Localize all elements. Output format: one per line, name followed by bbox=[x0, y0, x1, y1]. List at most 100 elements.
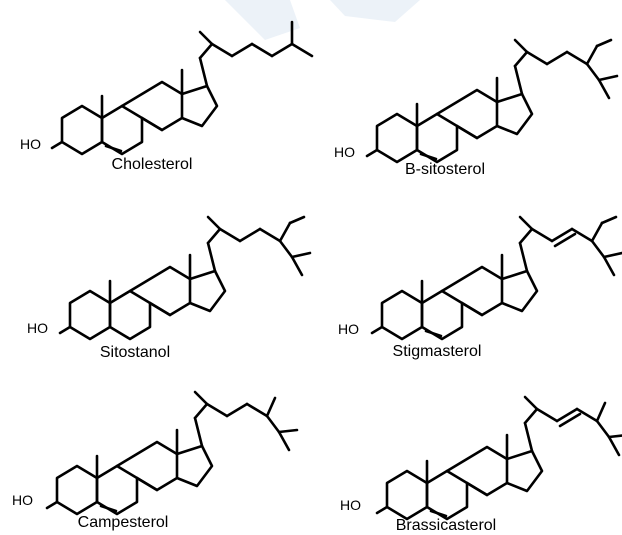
bond bbox=[148, 301, 172, 317]
bond bbox=[600, 215, 618, 225]
bond bbox=[58, 325, 72, 335]
bond bbox=[513, 38, 529, 54]
hydroxyl-label: HO bbox=[20, 136, 41, 152]
bond bbox=[455, 124, 479, 140]
bond bbox=[288, 215, 306, 225]
bond bbox=[558, 412, 582, 428]
bond bbox=[530, 227, 554, 243]
bond bbox=[277, 430, 291, 452]
bond bbox=[518, 215, 534, 231]
bond bbox=[290, 42, 314, 58]
molecule-name: Sitostanol bbox=[100, 344, 170, 361]
bond bbox=[535, 407, 559, 423]
bond bbox=[375, 505, 389, 515]
bond bbox=[545, 50, 569, 66]
bond bbox=[585, 44, 599, 66]
molecule-campesterol: HO Campesterol bbox=[12, 390, 299, 531]
bond bbox=[218, 227, 242, 243]
bond bbox=[290, 255, 304, 277]
skeleton bbox=[365, 38, 619, 164]
ring-d bbox=[188, 269, 227, 313]
ring-a bbox=[60, 104, 104, 156]
ring-a bbox=[385, 469, 429, 521]
bond bbox=[607, 435, 621, 457]
molecule-brassicasterol: HO Brassicasterol bbox=[340, 395, 622, 534]
bond bbox=[419, 152, 438, 161]
bond bbox=[513, 64, 524, 96]
bond bbox=[50, 140, 64, 150]
bond bbox=[210, 42, 234, 58]
molecule-name: Stigmasterol bbox=[393, 343, 482, 360]
molecule-name: B-sitosterol bbox=[405, 161, 485, 178]
skeleton bbox=[45, 390, 299, 516]
bond bbox=[550, 227, 574, 243]
ring-d bbox=[175, 444, 214, 488]
hydroxyl-label: HO bbox=[340, 497, 361, 513]
bond bbox=[277, 428, 299, 434]
hydroxyl-label: HO bbox=[12, 492, 33, 508]
molecule-name: Cholesterol bbox=[112, 156, 193, 173]
bond bbox=[597, 74, 619, 82]
molecule-cholesterol: HO Cholesterol bbox=[20, 20, 314, 173]
bond bbox=[225, 402, 249, 418]
bond bbox=[193, 390, 209, 406]
bond bbox=[570, 227, 594, 243]
bond bbox=[523, 407, 539, 425]
bond bbox=[518, 241, 529, 273]
bond bbox=[553, 232, 577, 248]
bond bbox=[290, 251, 312, 259]
bond bbox=[278, 239, 294, 259]
bond bbox=[523, 395, 539, 411]
skeleton bbox=[370, 215, 622, 341]
bond bbox=[205, 402, 229, 418]
molecule-sitostanol: HO Sitostanol bbox=[27, 215, 312, 361]
bond bbox=[135, 476, 159, 492]
bond bbox=[265, 396, 277, 418]
bond bbox=[555, 407, 579, 423]
bond bbox=[45, 500, 59, 510]
bond bbox=[140, 116, 164, 132]
bond bbox=[206, 227, 222, 245]
bond bbox=[465, 481, 489, 497]
bond bbox=[370, 325, 384, 335]
ring-a bbox=[380, 289, 424, 341]
bond bbox=[565, 50, 589, 66]
bond bbox=[595, 38, 613, 48]
ring-d bbox=[500, 269, 539, 313]
bond bbox=[365, 148, 379, 158]
bond bbox=[429, 509, 448, 518]
bond bbox=[575, 407, 599, 423]
ring-a bbox=[55, 464, 99, 516]
skeleton bbox=[50, 20, 314, 156]
molecule-stigmasterol: HO Stigmasterol bbox=[338, 215, 622, 360]
bond bbox=[245, 402, 269, 418]
bond bbox=[250, 42, 274, 58]
bond bbox=[99, 504, 118, 513]
hydroxyl-label: HO bbox=[338, 321, 359, 337]
bond bbox=[193, 416, 204, 448]
bond bbox=[590, 239, 606, 259]
molecule-name: Campesterol bbox=[78, 514, 169, 531]
watermark bbox=[225, 0, 420, 40]
bond bbox=[265, 414, 281, 434]
bond bbox=[513, 50, 529, 68]
bond bbox=[597, 78, 611, 100]
bond bbox=[602, 251, 622, 259]
bond bbox=[595, 401, 607, 423]
bond bbox=[602, 255, 616, 277]
bond bbox=[585, 62, 601, 82]
bond bbox=[198, 30, 214, 46]
bond bbox=[206, 241, 217, 273]
ring-d bbox=[495, 92, 534, 136]
bond bbox=[238, 227, 262, 243]
bond bbox=[198, 42, 214, 60]
molecule-b-sitosterol: HO B-sitosterol bbox=[334, 38, 619, 178]
bond bbox=[230, 42, 254, 58]
ring-d bbox=[505, 449, 544, 493]
hydroxyl-label: HO bbox=[27, 320, 48, 336]
bond bbox=[198, 56, 209, 88]
bond bbox=[104, 144, 123, 153]
ring-d bbox=[180, 84, 219, 128]
bond bbox=[460, 301, 484, 317]
